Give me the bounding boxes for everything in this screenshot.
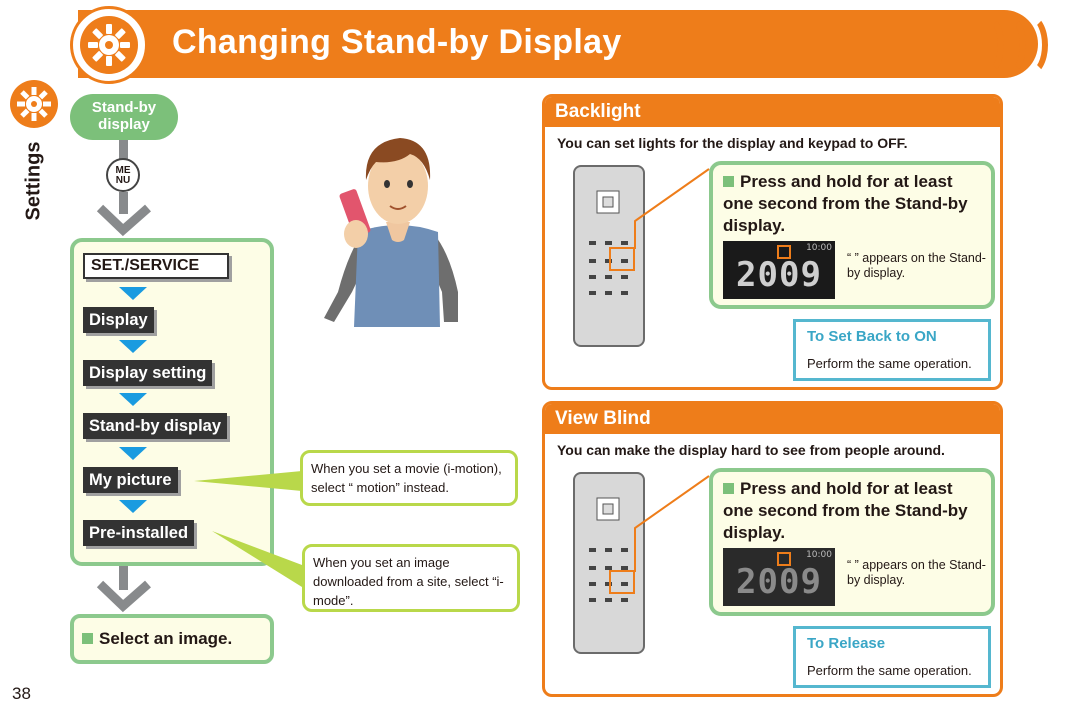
gear-icon (10, 80, 58, 128)
page-number: 38 (12, 684, 31, 702)
backlight-note-title: To Set Back to ON (807, 328, 937, 345)
flow-connector (119, 566, 128, 590)
gear-icon (80, 16, 138, 74)
view-blind-note-box: To Release Perform the same operation. (793, 626, 991, 688)
backlight-appears-note: “ ” appears on the Stand-by display. (847, 251, 986, 280)
flow-arrow (96, 580, 151, 613)
menu-item-set-service: SET./SERVICE (83, 253, 229, 279)
down-arrow-icon (119, 447, 147, 460)
down-arrow-icon (119, 287, 147, 300)
backlight-step: Press and hold for at least one second f… (723, 172, 968, 235)
page-title: Changing Stand-by Display (172, 23, 622, 61)
callout-pre-installed: When you set an image downloaded from a … (302, 544, 520, 612)
down-arrow-icon (119, 393, 147, 406)
backlight-note-text: Perform the same operation. (807, 356, 972, 371)
backlight-description: You can set lights for the display and k… (557, 135, 908, 151)
standby-screen-image: 10:00 2009 (723, 548, 835, 606)
start-badge: Stand-by display (70, 94, 178, 140)
view-blind-step-box: Press and hold for at least one second f… (709, 468, 995, 616)
menu-item-display-setting: Display setting (83, 360, 213, 386)
icon-highlight (777, 245, 791, 259)
icon-highlight (777, 552, 791, 566)
callout-pointers (194, 471, 302, 587)
callout-my-picture: When you set a movie (i-motion), select … (300, 450, 518, 506)
menu-item-stand-by-display: Stand-by display (83, 413, 228, 439)
pointer-line (634, 475, 710, 572)
view-blind-panel: View Blind You can make the display hard… (542, 401, 1003, 697)
flow-connector (119, 192, 128, 214)
flow-arrow (96, 204, 151, 237)
view-blind-note-text: Perform the same operation. (807, 663, 972, 678)
backlight-step-box: Press and hold for at least one second f… (709, 161, 995, 309)
phone-keypad-image (573, 472, 645, 654)
down-arrow-icon (119, 340, 147, 353)
backlight-title: Backlight (545, 97, 1000, 127)
bullet-icon (723, 483, 734, 494)
select-image-step: Select an image. (70, 614, 274, 664)
backlight-note-box: To Set Back to ON Perform the same opera… (793, 319, 991, 381)
view-blind-appears-note: “ ” appears on the Stand-by display. (847, 558, 986, 587)
header-bar (78, 10, 1038, 78)
menu-item-display: Display (83, 307, 154, 333)
person-illustration (324, 138, 458, 327)
header-decoration (1012, 14, 1048, 76)
bullet-icon (82, 633, 93, 644)
key-highlight (609, 570, 635, 594)
view-blind-note-title: To Release (807, 635, 886, 652)
menu-path-box (70, 238, 274, 566)
menu-key-icon: ME NU (106, 158, 140, 192)
select-image-label: Select an image. (99, 629, 233, 648)
menu-item-my-picture: My picture (83, 467, 178, 493)
flow-connector (119, 140, 128, 160)
section-tab: Settings (22, 141, 45, 221)
bullet-icon (723, 176, 734, 187)
view-blind-step: Press and hold for at least one second f… (723, 479, 968, 542)
standby-screen-image: 10:00 2009 (723, 241, 835, 299)
pointer-line (634, 168, 710, 249)
menu-item-pre-installed: Pre-installed (83, 520, 195, 546)
backlight-panel: Backlight You can set lights for the dis… (542, 94, 1003, 390)
key-highlight (609, 247, 635, 271)
view-blind-description: You can make the display hard to see fro… (557, 442, 945, 458)
view-blind-title: View Blind (545, 404, 1000, 434)
down-arrow-icon (119, 500, 147, 513)
